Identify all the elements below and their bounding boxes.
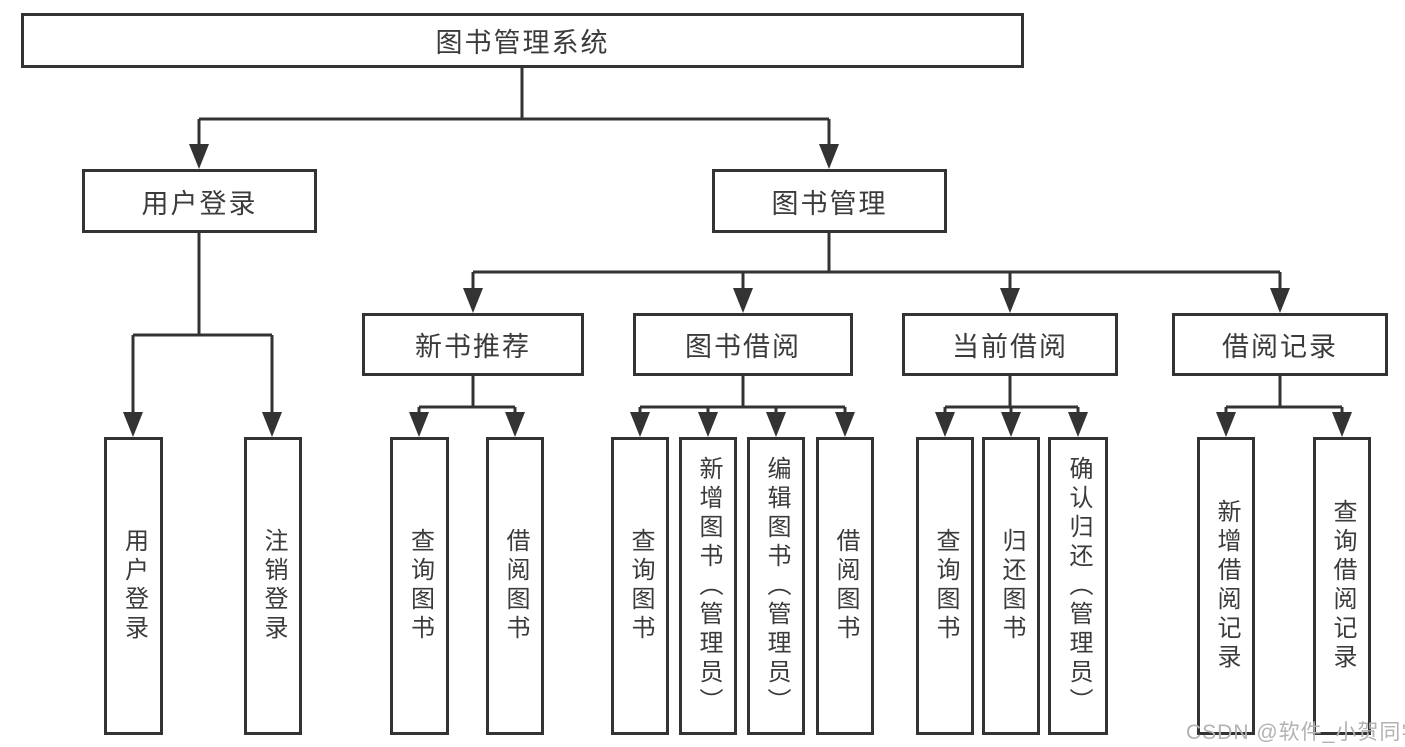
leaf-logout: 注销登录: [244, 437, 302, 735]
arrow-down-icon: [409, 412, 429, 437]
leaf-records-query-record: 查询借阅记录: [1313, 437, 1371, 735]
arrow-down-icon: [123, 412, 143, 437]
node-book-borrowing: 图书借阅: [633, 313, 853, 376]
leaf-current-query-books: 查询图书: [916, 437, 974, 735]
arrow-down-icon: [189, 144, 209, 169]
leaf-borrowing-query-books: 查询图书: [611, 437, 669, 735]
node-user-login: 用户登录: [82, 169, 317, 233]
leaf-user-login: 用户登录: [104, 437, 163, 735]
leaf-current-confirm-return: 确认归还（管理员）: [1048, 437, 1108, 735]
node-borrowing-records: 借阅记录: [1172, 313, 1388, 376]
leaf-recommend-borrow-books: 借阅图书: [486, 437, 544, 735]
leaf-current-return-books: 归还图书: [982, 437, 1040, 735]
arrow-down-icon: [463, 288, 483, 313]
arrow-down-icon: [766, 412, 786, 437]
arrow-down-icon: [698, 412, 718, 437]
node-book-management: 图书管理: [712, 169, 947, 233]
leaf-borrowing-edit-books: 编辑图书（管理员）: [747, 437, 805, 735]
arrow-down-icon: [1332, 412, 1352, 437]
leaf-borrowing-borrow-books: 借阅图书: [816, 437, 874, 735]
arrow-down-icon: [819, 144, 839, 169]
arrow-down-icon: [505, 412, 525, 437]
arrow-down-icon: [835, 412, 855, 437]
arrow-down-icon: [935, 412, 955, 437]
leaf-borrowing-add-books: 新增图书（管理员）: [679, 437, 737, 735]
arrow-down-icon: [1068, 412, 1088, 437]
leaf-records-add-record: 新增借阅记录: [1197, 437, 1255, 735]
arrow-down-icon: [1216, 412, 1236, 437]
arrowheads: [123, 144, 1352, 437]
leaf-recommend-query-books: 查询图书: [390, 437, 449, 735]
node-new-book-recommend: 新书推荐: [362, 313, 584, 376]
arrow-down-icon: [1001, 412, 1021, 437]
arrow-down-icon: [733, 288, 753, 313]
arrow-down-icon: [1270, 288, 1290, 313]
arrow-down-icon: [262, 412, 282, 437]
node-current-borrowing: 当前借阅: [902, 313, 1118, 376]
arrow-down-icon: [1000, 288, 1020, 313]
arrow-down-icon: [630, 412, 650, 437]
csdn-watermark: CSDN @软件_小贺同学: [1186, 721, 1405, 744]
node-library-management-system: 图书管理系统: [21, 13, 1024, 68]
